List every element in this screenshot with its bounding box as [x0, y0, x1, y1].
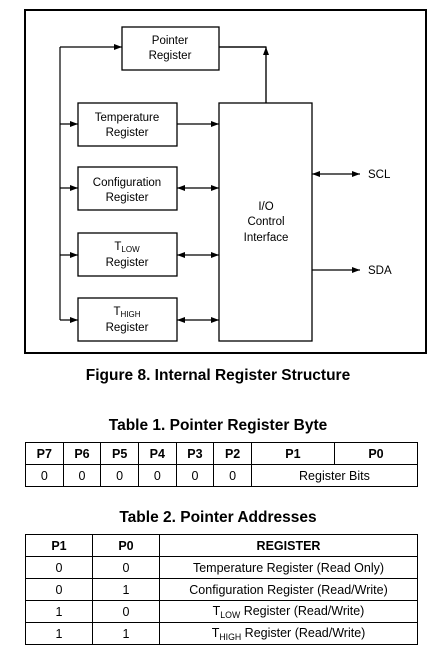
table-header-row: P7 P6 P5 P4 P3 P2 P1 P0: [25, 442, 419, 465]
table-row: 1 0 TLOW Register (Read/Write): [25, 600, 418, 623]
cell-register: Temperature Register (Read Only): [159, 556, 418, 579]
table-row: 0 1 Configuration Register (Read/Write): [25, 578, 418, 601]
scl-label: SCL: [368, 169, 391, 181]
register-name-main: T: [212, 603, 221, 618]
tlow-register-label-2: Register: [106, 257, 149, 269]
temperature-register-box: [77, 102, 178, 147]
cell-register: TLOW Register (Read/Write): [159, 600, 418, 623]
header-p6: P6: [62, 442, 102, 465]
cell-register: THIGH Register (Read/Write): [159, 622, 418, 645]
header-p0: P0: [92, 534, 160, 557]
tlow-register-label-1: TLOW: [114, 241, 140, 254]
cell-p0: 0: [92, 556, 160, 579]
tlow-register-box: [77, 232, 178, 277]
cell-register: Configuration Register (Read/Write): [159, 578, 418, 601]
thigh-register-box: [77, 297, 178, 342]
cell-p0: 1: [92, 578, 160, 601]
register-name-main: T: [211, 625, 220, 640]
header-register: REGISTER: [159, 534, 418, 557]
header-p5: P5: [100, 442, 139, 465]
header-p4: P4: [137, 442, 177, 465]
cell-p1: 1: [25, 622, 93, 645]
header-p1: P1: [250, 442, 335, 465]
cell-p1: 1: [25, 600, 93, 623]
register-name-sub: LOW: [220, 609, 241, 620]
temperature-register-label-2: Register: [106, 127, 149, 139]
thigh-register-label-2: Register: [106, 322, 149, 334]
temperature-register-label-1: Temperature: [95, 112, 160, 124]
header-p1: P1: [25, 534, 93, 557]
figure-caption: Figure 8. Internal Register Structure: [85, 367, 351, 384]
header-p3: P3: [175, 442, 215, 465]
table-row: 0 0 0 0 0 0 Register Bits: [25, 464, 419, 487]
register-name-rest: Register (Read/Write): [240, 603, 365, 618]
table-header-row: P1 P0 REGISTER: [25, 534, 418, 557]
cell-p0: 0: [92, 600, 160, 623]
cell-p4: 0: [137, 464, 177, 487]
table-row: 1 1 THIGH Register (Read/Write): [25, 622, 418, 645]
thigh-register-label-1: THIGH: [113, 306, 140, 319]
register-name-rest: Register (Read/Write): [241, 625, 366, 640]
cell-p0: 1: [92, 622, 160, 645]
header-p0: P0: [333, 442, 419, 465]
io-label-1: I/O: [258, 201, 273, 213]
configuration-register-label-1: Configuration: [93, 177, 161, 189]
cell-p1: 0: [25, 578, 93, 601]
cell-p6: 0: [62, 464, 102, 487]
header-p2: P2: [213, 442, 252, 465]
cell-p2: 0: [213, 464, 252, 487]
pointer-addresses-table: P1 P0 REGISTER 0 0 Temperature Register …: [25, 534, 418, 645]
pointer-register-label-2: Register: [149, 50, 192, 62]
cell-p1: 0: [25, 556, 93, 579]
configuration-register-label-2: Register: [106, 192, 149, 204]
table-row: 0 0 Temperature Register (Read Only): [25, 556, 418, 579]
io-label-2: Control: [247, 216, 284, 228]
io-label-3: Interface: [244, 232, 289, 244]
register-structure-diagram: Pointer Register Temperature Register Co…: [24, 9, 427, 354]
figure-frame: [24, 9, 427, 354]
register-name-sub: HIGH: [219, 631, 242, 642]
table1-title: Table 1. Pointer Register Byte: [108, 417, 328, 434]
cell-register-bits: Register Bits: [250, 464, 419, 487]
sda-label: SDA: [368, 265, 392, 277]
table2-title: Table 2. Pointer Addresses: [119, 509, 317, 526]
cell-p7: 0: [25, 464, 64, 487]
pointer-register-label-1: Pointer: [152, 35, 189, 47]
cell-p3: 0: [175, 464, 215, 487]
pointer-register-box: [121, 26, 220, 71]
cell-p5: 0: [100, 464, 139, 487]
header-p7: P7: [25, 442, 64, 465]
pointer-register-byte-table: P7 P6 P5 P4 P3 P2 P1 P0 0 0 0 0 0 0 Regi…: [25, 442, 419, 487]
